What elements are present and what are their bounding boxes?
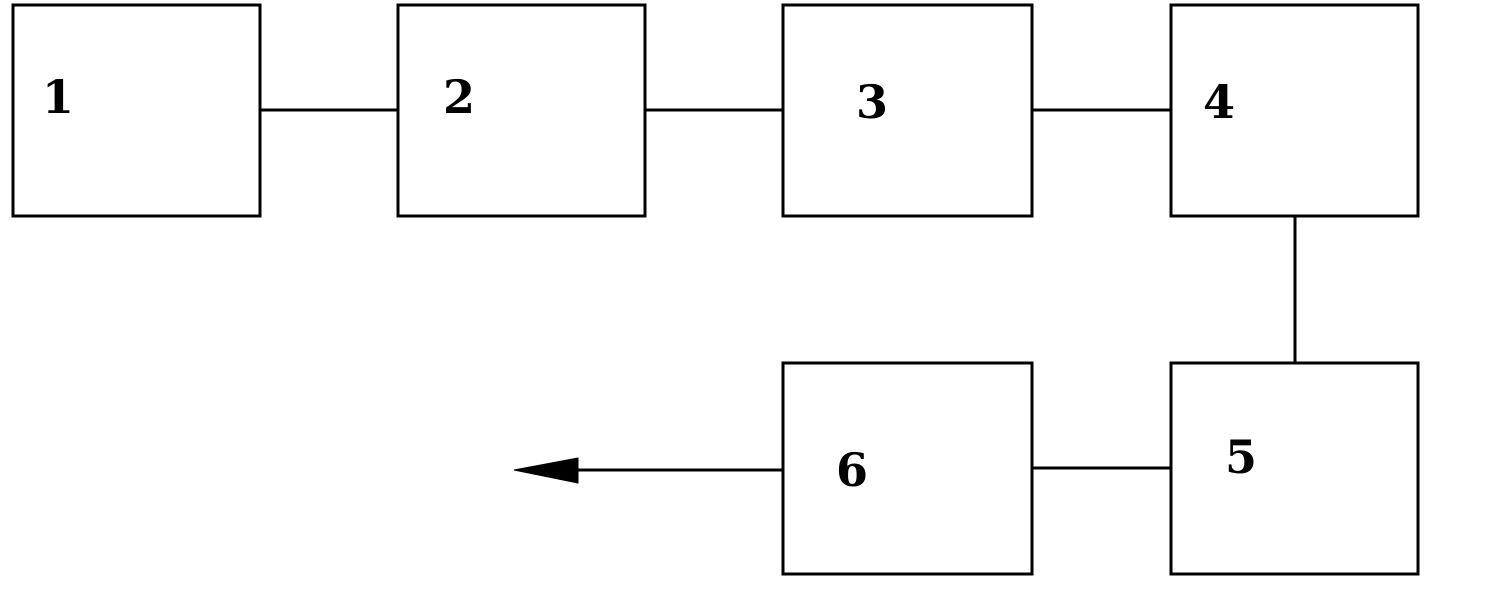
block-4-box	[1169, 3, 1420, 218]
block-1-box	[11, 3, 262, 218]
block-2-box	[396, 3, 647, 218]
block-5-label: 5	[1225, 430, 1257, 484]
block-2: 2	[396, 3, 647, 218]
block-5: 5	[1169, 361, 1420, 576]
block-4: 4	[1169, 3, 1420, 218]
block-2-label: 2	[443, 70, 475, 124]
block-6-label: 6	[836, 443, 868, 497]
block-1-label: 1	[42, 70, 74, 124]
block-1: 1	[11, 3, 262, 218]
block-6: 6	[781, 361, 1034, 576]
block-3: 3	[781, 3, 1034, 218]
block-3-label: 3	[856, 75, 888, 129]
block-4-label: 4	[1203, 75, 1235, 129]
block-6-box	[781, 361, 1034, 576]
block-5-box	[1169, 361, 1420, 576]
block-3-box	[781, 3, 1034, 218]
output-arrow-icon	[513, 457, 579, 484]
